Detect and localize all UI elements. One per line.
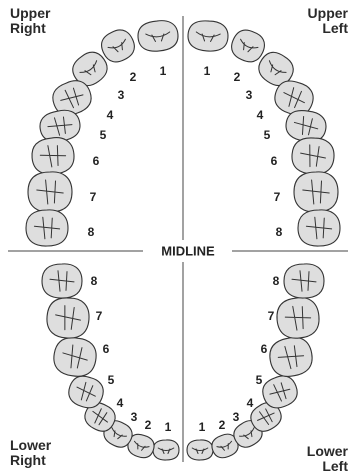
lower-right-number-6: 6 xyxy=(103,342,110,356)
lower-right-tooth-2 xyxy=(127,433,155,459)
lower-right-number-4: 4 xyxy=(117,396,124,410)
upper-left-tooth-7 xyxy=(293,171,339,213)
lower-right-number-2: 2 xyxy=(145,418,152,432)
upper-right-tooth-4 xyxy=(52,80,92,116)
upper-right-number-7: 7 xyxy=(90,190,97,204)
lower-right-number-5: 5 xyxy=(108,373,115,387)
upper-left-tooth-4 xyxy=(274,80,314,116)
lower-left-number-7: 7 xyxy=(268,309,275,323)
lower-left-number-2: 2 xyxy=(219,418,226,432)
lower-right-label: Lower Right xyxy=(10,437,52,468)
lower-left-number-3: 3 xyxy=(233,410,240,424)
upper-left-number-2: 2 xyxy=(234,70,241,84)
lower-left-number-8: 8 xyxy=(273,274,280,288)
upper-right-number-8: 8 xyxy=(88,225,95,239)
lower-right-number-7: 7 xyxy=(96,309,103,323)
upper-left-number-8: 8 xyxy=(276,225,283,239)
lower-left-tooth-4 xyxy=(250,402,282,432)
lower-left-number-1: 1 xyxy=(199,420,206,434)
lower-left-tooth-8 xyxy=(283,263,325,299)
upper-right-tooth-8 xyxy=(25,209,69,247)
upper-left-number-6: 6 xyxy=(271,154,278,168)
lower-right-number-3: 3 xyxy=(131,410,138,424)
upper-left-tooth-8 xyxy=(297,209,341,247)
upper-left-tooth-1 xyxy=(187,20,229,52)
upper-left-label: Upper Left xyxy=(307,5,348,36)
upper-left-tooth-3 xyxy=(258,51,294,87)
lower-right-tooth-1 xyxy=(152,439,180,461)
upper-right-number-4: 4 xyxy=(107,108,114,122)
lower-left-number-6: 6 xyxy=(261,342,268,356)
lower-right-tooth-7 xyxy=(46,297,90,339)
upper-right-tooth-3 xyxy=(72,51,108,87)
lower-left-tooth-6 xyxy=(269,336,313,377)
upper-right-tooth-1 xyxy=(137,20,179,52)
upper-left-tooth-2 xyxy=(231,29,265,63)
lower-left-tooth-5 xyxy=(262,375,298,409)
upper-right-number-1: 1 xyxy=(160,64,167,78)
upper-left-number-4: 4 xyxy=(257,108,264,122)
upper-right-tooth-6 xyxy=(31,137,75,175)
lower-right-tooth-4 xyxy=(84,402,116,432)
lower-right-number-8: 8 xyxy=(91,274,98,288)
upper-right-number-3: 3 xyxy=(118,88,125,102)
upper-left-tooth-6 xyxy=(291,137,335,175)
lower-left-tooth-7 xyxy=(276,297,320,339)
upper-right-number-5: 5 xyxy=(100,128,107,142)
lower-left-tooth-1 xyxy=(186,439,214,461)
upper-left-number-3: 3 xyxy=(246,88,253,102)
lower-right-tooth-6 xyxy=(53,337,97,377)
upper-right-number-6: 6 xyxy=(93,154,100,168)
lower-left-number-4: 4 xyxy=(247,396,254,410)
upper-right-label: Upper Right xyxy=(10,5,51,36)
teeth xyxy=(25,20,341,461)
upper-right-number-2: 2 xyxy=(130,70,137,84)
lower-right-tooth-5 xyxy=(68,375,104,409)
lower-right-tooth-8 xyxy=(41,263,83,299)
upper-left-tooth-5 xyxy=(285,109,327,142)
upper-left-number-7: 7 xyxy=(274,190,281,204)
upper-right-tooth-2 xyxy=(101,29,135,63)
lower-left-label: Lower Left xyxy=(306,443,348,474)
lower-left-number-5: 5 xyxy=(256,373,263,387)
upper-right-tooth-7 xyxy=(27,171,73,213)
midline-label: MIDLINE xyxy=(161,243,215,258)
upper-left-number-5: 5 xyxy=(264,128,271,142)
lower-right-number-1: 1 xyxy=(165,420,172,434)
upper-left-number-1: 1 xyxy=(204,64,211,78)
